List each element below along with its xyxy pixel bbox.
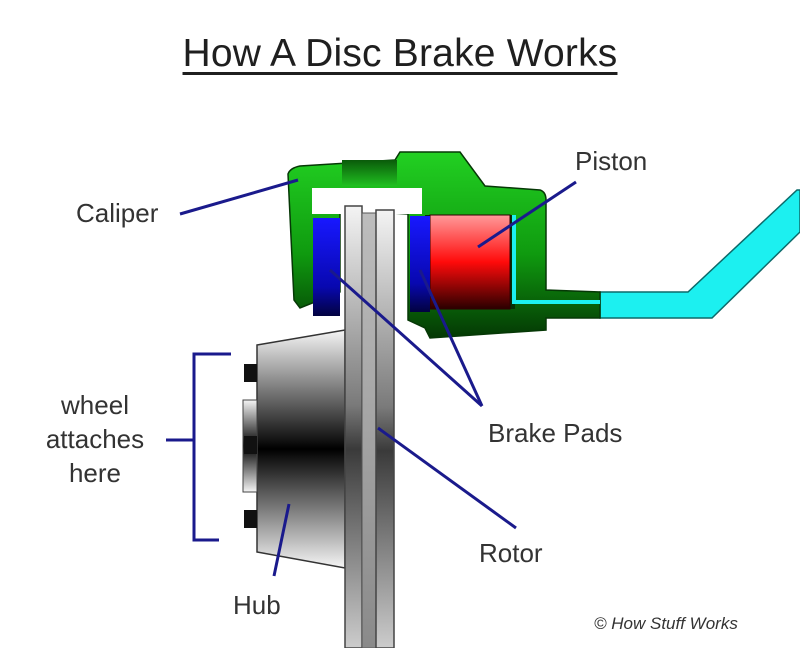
copyright-credit: © How Stuff Works <box>594 614 738 633</box>
brake-pad-inner <box>313 218 340 316</box>
caliper-bridge <box>342 160 397 186</box>
label-brake-pads: Brake Pads <box>488 418 623 448</box>
label-wheel-line-1: wheel <box>61 390 129 420</box>
label-wheel-line-2: attaches <box>45 424 145 454</box>
wheel-stud <box>244 436 257 454</box>
diagram-title: How A Disc Brake Works <box>182 32 618 75</box>
caliper-leader <box>179 178 299 216</box>
brake-pad-leader-outer <box>418 269 484 407</box>
label-rotor: Rotor <box>479 538 543 568</box>
piston <box>429 214 511 310</box>
hub-leader <box>272 503 291 577</box>
label-caliper: Caliper <box>76 198 159 228</box>
label-piston: Piston <box>575 146 648 176</box>
label-wheel-attaches-here: wheel attaches here <box>30 388 160 490</box>
wheel-stud <box>244 510 257 528</box>
rotor-leader <box>377 426 517 530</box>
caliper-gap <box>312 188 422 214</box>
hub <box>256 329 346 569</box>
piston-leader <box>477 180 577 249</box>
rotor-vane <box>361 212 377 648</box>
leader-lines <box>166 178 577 577</box>
label-hub: Hub <box>233 590 281 620</box>
brake-pad-outer <box>410 216 430 312</box>
label-wheel-line-3: here <box>68 458 122 488</box>
brake-pad-leader-inner <box>328 268 484 408</box>
wheel-stud <box>244 364 257 382</box>
rotor-face-right <box>375 209 395 648</box>
hydraulic-line <box>599 189 800 319</box>
rotor-face-left <box>344 205 363 648</box>
wheel-bracket <box>192 352 231 542</box>
